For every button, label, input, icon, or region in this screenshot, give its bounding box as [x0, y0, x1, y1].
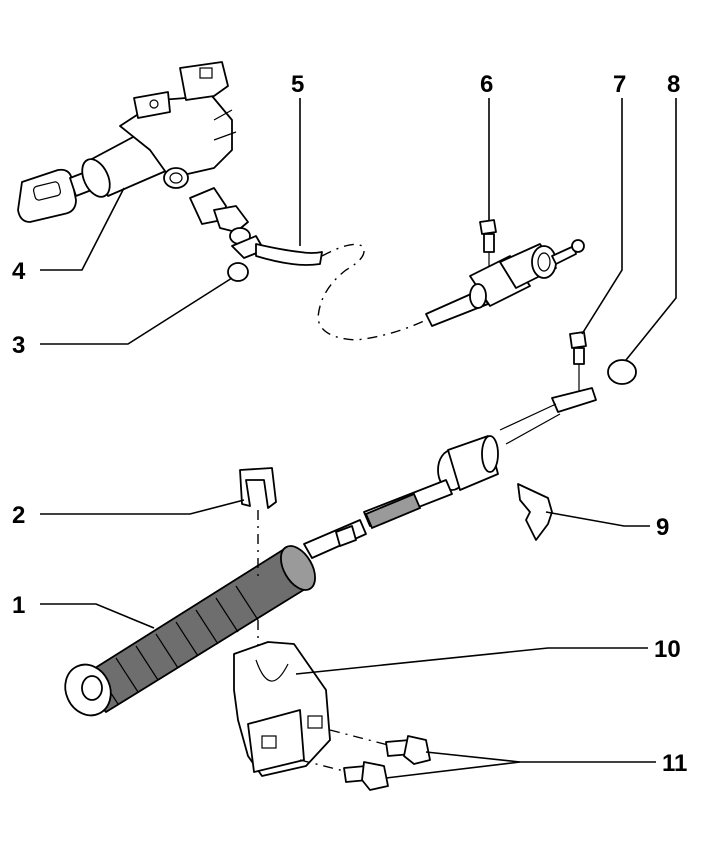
flange-bolts-part — [343, 735, 431, 791]
callout-1: 1 — [12, 592, 25, 619]
callout-10: 10 — [654, 636, 681, 663]
callout-7: 7 — [613, 71, 626, 98]
shift-cable-assembly — [64, 387, 597, 717]
callout-5: 5 — [291, 71, 304, 98]
callout-9: 9 — [656, 514, 669, 541]
leader-lines — [40, 98, 677, 779]
callout-4: 4 — [12, 258, 26, 285]
callout-3: 3 — [12, 332, 25, 359]
callout-2: 2 — [12, 502, 25, 529]
lock-cylinder-part — [17, 61, 265, 259]
actuator-part — [425, 219, 585, 327]
callout-6: 6 — [480, 71, 493, 98]
small-bolt-part — [569, 331, 587, 394]
mounting-bracket-part — [233, 641, 393, 777]
ring-seal-part — [607, 359, 637, 385]
clip-tab-part — [517, 483, 553, 541]
callout-labels: 1 2 3 4 5 6 7 8 9 10 11 — [12, 71, 687, 777]
callout-8: 8 — [667, 71, 680, 98]
small-ring-part — [227, 262, 249, 282]
callout-11: 11 — [662, 750, 687, 777]
cable-part — [255, 243, 427, 341]
